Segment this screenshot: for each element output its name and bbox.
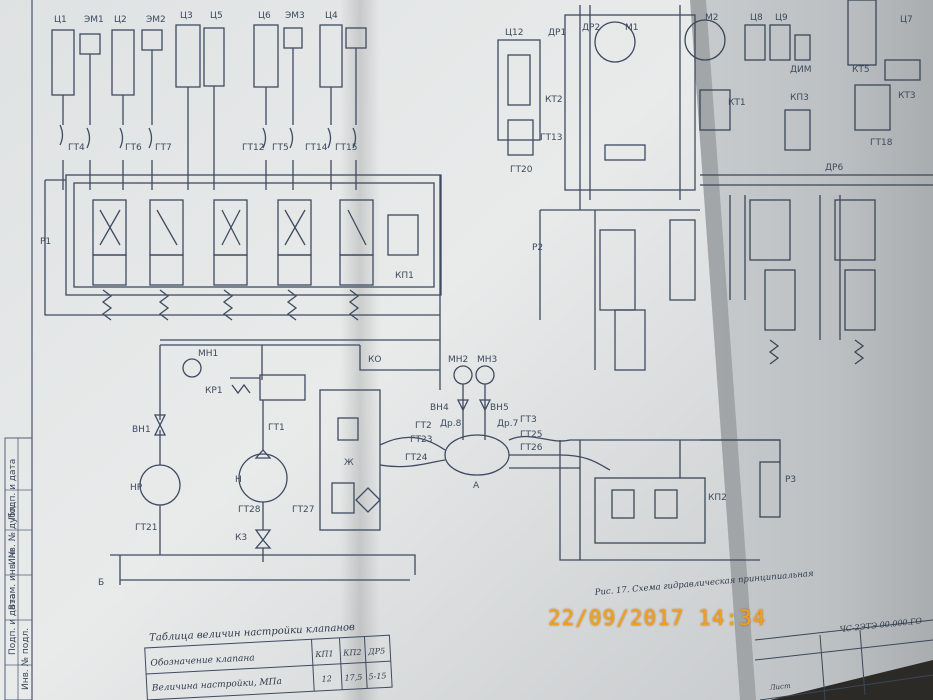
label-zh: Ж bbox=[344, 458, 354, 468]
label-gt4: ГТ4 bbox=[68, 143, 85, 153]
table-value-kp1: 12 bbox=[321, 674, 332, 684]
table-row0-label: Обозначение клапана bbox=[150, 652, 255, 668]
label-ts6: Ц6 bbox=[258, 11, 271, 21]
label-vn5: ВН5 bbox=[490, 403, 509, 413]
label-gt23: ГТ23 bbox=[410, 435, 432, 445]
label-gt3: ГТ3 bbox=[520, 415, 537, 425]
title-block bbox=[754, 619, 933, 700]
label-gt7: ГТ7 bbox=[155, 143, 172, 153]
label-dr6: ДР6 bbox=[825, 163, 843, 173]
side-stamp-box bbox=[4, 437, 33, 700]
label-n: Н bbox=[235, 475, 242, 485]
side-stamp-text-1: Подп. и дата bbox=[8, 594, 18, 655]
label-kr1: КР1 bbox=[205, 386, 223, 396]
right-page-labels: М2 Ц8 Ц9 Ц7 КТ1 ДИМ КП3 КТ3 ГТ20 ГТ18 ДР… bbox=[510, 13, 916, 503]
label-ts7: Ц7 bbox=[900, 15, 913, 25]
label-mn2: МН2 bbox=[448, 355, 468, 365]
hose-labels: ГТ4 ГТ6 ГТ7 ГТ12 ГТ5 ГТ14 ГТ15 bbox=[68, 143, 357, 153]
label-ts9: Ц9 bbox=[775, 13, 788, 23]
side-stamp-text-2: Взам. инв. № bbox=[8, 549, 18, 610]
label-gt26: ГТ26 bbox=[520, 443, 543, 453]
label-gt6: ГТ6 bbox=[125, 143, 142, 153]
label-np: НР bbox=[130, 483, 143, 493]
label-gt27: ГТ27 bbox=[292, 505, 314, 515]
label-ts1: Ц1 bbox=[54, 15, 67, 25]
label-em2: ЭМ2 bbox=[146, 15, 166, 25]
label-kp3: КП3 bbox=[790, 93, 809, 103]
label-mn3: МН3 bbox=[477, 355, 497, 365]
label-gt2: ГТ2 bbox=[415, 421, 432, 431]
upper-right-circuit bbox=[497, 5, 700, 371]
table-header-kp2: КП2 bbox=[342, 648, 362, 658]
label-kt3: КТ3 bbox=[898, 91, 916, 101]
label-dr1: ДР1 bbox=[548, 28, 566, 38]
label-mn1: МН1 bbox=[198, 349, 218, 359]
label-p2: Р2 bbox=[532, 243, 543, 253]
manifold-labels: МН2 МН3 ВН4 ВН5 Др.8 Др.7 ГТ2 ГТ3 ГТ23 Г… bbox=[405, 355, 543, 491]
label-m2: М2 bbox=[705, 13, 719, 23]
label-gt13: КТ2 bbox=[545, 95, 563, 105]
label-gt25: ГТ25 bbox=[520, 430, 542, 440]
label-dr7: Др.7 bbox=[497, 419, 518, 429]
pump-unit bbox=[110, 340, 441, 585]
side-stamp-text-0: Инв. № подл. bbox=[21, 628, 31, 690]
label-ko: КО bbox=[368, 355, 381, 365]
table-header-dr5: ДР5 bbox=[367, 646, 385, 656]
label-ts12: Ц12 bbox=[505, 28, 523, 38]
cylinder-labels: Ц1 ЭМ1 Ц2 ЭМ2 Ц3 Ц5 Ц6 ЭМ3 Ц4 bbox=[54, 11, 338, 25]
label-kp1: КП1 bbox=[395, 271, 414, 281]
label-gt15: ГТ15 bbox=[335, 143, 357, 153]
label-gt18: ГТ18 bbox=[870, 138, 893, 148]
camera-timestamp: 22/09/2017 14:34 bbox=[548, 606, 767, 630]
right-page-circuit bbox=[579, 0, 933, 560]
valve-block-p1 bbox=[44, 174, 442, 341]
side-stamp-text-3: Инв. № дубл. bbox=[8, 503, 18, 565]
label-em3: ЭМ3 bbox=[285, 11, 305, 21]
pump-unit-labels: МН1 КР1 ВН1 НР ГТ21 ГТ1 Н ГТ28 ГТ27 К3 Ж… bbox=[98, 349, 381, 588]
label-p1: Р1 bbox=[40, 237, 51, 247]
label-gt21: ГТ21 bbox=[135, 523, 157, 533]
table-value-dr5: 5-15 bbox=[368, 671, 386, 681]
label-ts5: Ц5 bbox=[210, 11, 223, 21]
label-kp2: КП2 bbox=[708, 493, 727, 503]
label-kt2: ГТ20 bbox=[510, 165, 533, 175]
label-ts8: Ц8 bbox=[750, 13, 763, 23]
label-k3: К3 bbox=[235, 533, 247, 543]
label-a: А bbox=[473, 481, 480, 491]
side-stamp-text-4: Подп. и дата bbox=[8, 459, 18, 520]
label-dr2: ДР2 bbox=[582, 23, 600, 33]
label-gt28: ГТ28 bbox=[238, 505, 261, 515]
label-kt1: КТ1 bbox=[728, 98, 746, 108]
label-dim: ДИМ bbox=[790, 65, 812, 75]
label-ts4: Ц4 bbox=[325, 11, 338, 21]
label-vn4: ВН4 bbox=[430, 403, 449, 413]
label-gt20: ГТ13 bbox=[540, 133, 562, 143]
label-gt24: ГТ24 bbox=[405, 453, 428, 463]
label-em1: ЭМ1 bbox=[84, 15, 104, 25]
label-gt12: ГТ12 bbox=[242, 143, 264, 153]
table-value-kp2: 17,5 bbox=[344, 673, 362, 683]
label-vn1: ВН1 bbox=[132, 425, 151, 435]
label-gt1: ГТ1 bbox=[268, 423, 285, 433]
upper-right-labels: Ц12 ДР1 ДР2 М1 КТ2 ГТ13 Р2 bbox=[505, 23, 639, 253]
label-dr8: Др.8 bbox=[440, 419, 462, 429]
label-p3: Р3 bbox=[785, 475, 796, 485]
label-gt14: ГТ14 bbox=[305, 143, 328, 153]
manifold-distributor bbox=[379, 365, 780, 561]
table-header-kp1: КП1 bbox=[314, 649, 334, 659]
label-m1: М1 bbox=[625, 23, 639, 33]
title-block-sheet: Лист bbox=[768, 682, 791, 692]
label-kt5: КТ5 bbox=[852, 65, 870, 75]
label-gt5: ГТ5 bbox=[272, 143, 289, 153]
side-stamp-lines bbox=[5, 489, 32, 666]
label-ts3: Ц3 bbox=[180, 11, 193, 21]
label-ts2: Ц2 bbox=[114, 15, 127, 25]
label-b: Б bbox=[98, 578, 104, 588]
